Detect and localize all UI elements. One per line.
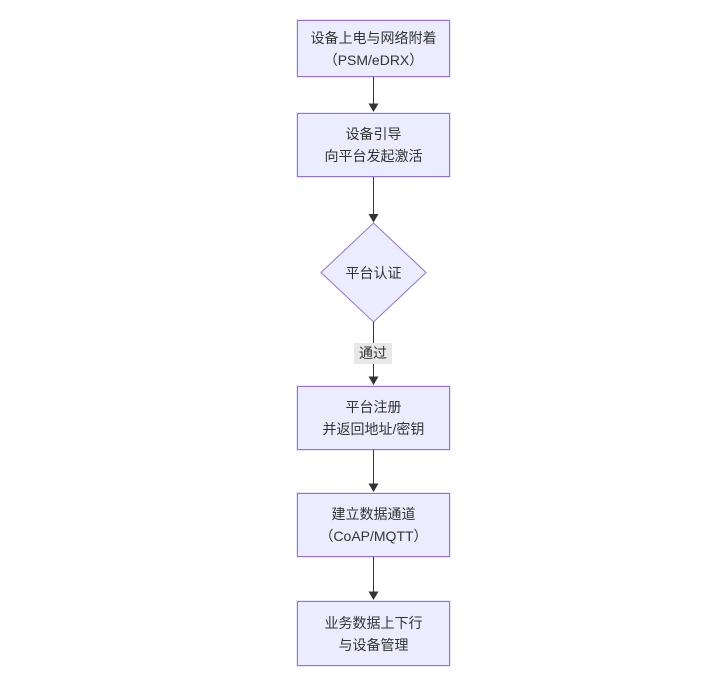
node-data-channel: 建立数据通道 （CoAP/MQTT）	[297, 493, 450, 557]
arrowhead-icon	[368, 214, 379, 223]
node-business-data-management: 业务数据上下行 与设备管理	[297, 601, 450, 666]
node-platform-auth-decision: 平台认证	[321, 223, 426, 322]
node-text-line: 设备上电与网络附着	[310, 29, 437, 46]
node-text-line: 并返回地址/密钥	[322, 421, 425, 437]
arrowhead-icon	[368, 483, 379, 492]
node-text-line: 设备引导	[345, 126, 402, 142]
arrowhead-icon	[368, 591, 379, 600]
node-text-line: 平台注册	[345, 399, 402, 415]
edge-label-pass: 通过	[354, 343, 392, 364]
node-text-line: 业务数据上下行	[324, 614, 423, 631]
node-text-line: 与设备管理	[338, 636, 409, 653]
node-power-network-attach: 设备上电与网络附着 （PSM/eDRX）	[297, 20, 450, 77]
arrowhead-icon	[368, 103, 379, 112]
arrowhead-icon	[368, 376, 379, 385]
node-text-line: 平台认证	[345, 264, 402, 281]
node-text-line: 建立数据通道	[331, 506, 416, 522]
node-text-line: 向平台发起激活	[324, 148, 423, 164]
node-text-line: （PSM/eDRX）	[323, 51, 424, 68]
node-device-bootstrap: 设备引导 向平台发起激活	[297, 113, 450, 177]
node-platform-register: 平台注册 并返回地址/密钥	[297, 386, 450, 450]
node-text-line: （CoAP/MQTT）	[319, 528, 428, 544]
